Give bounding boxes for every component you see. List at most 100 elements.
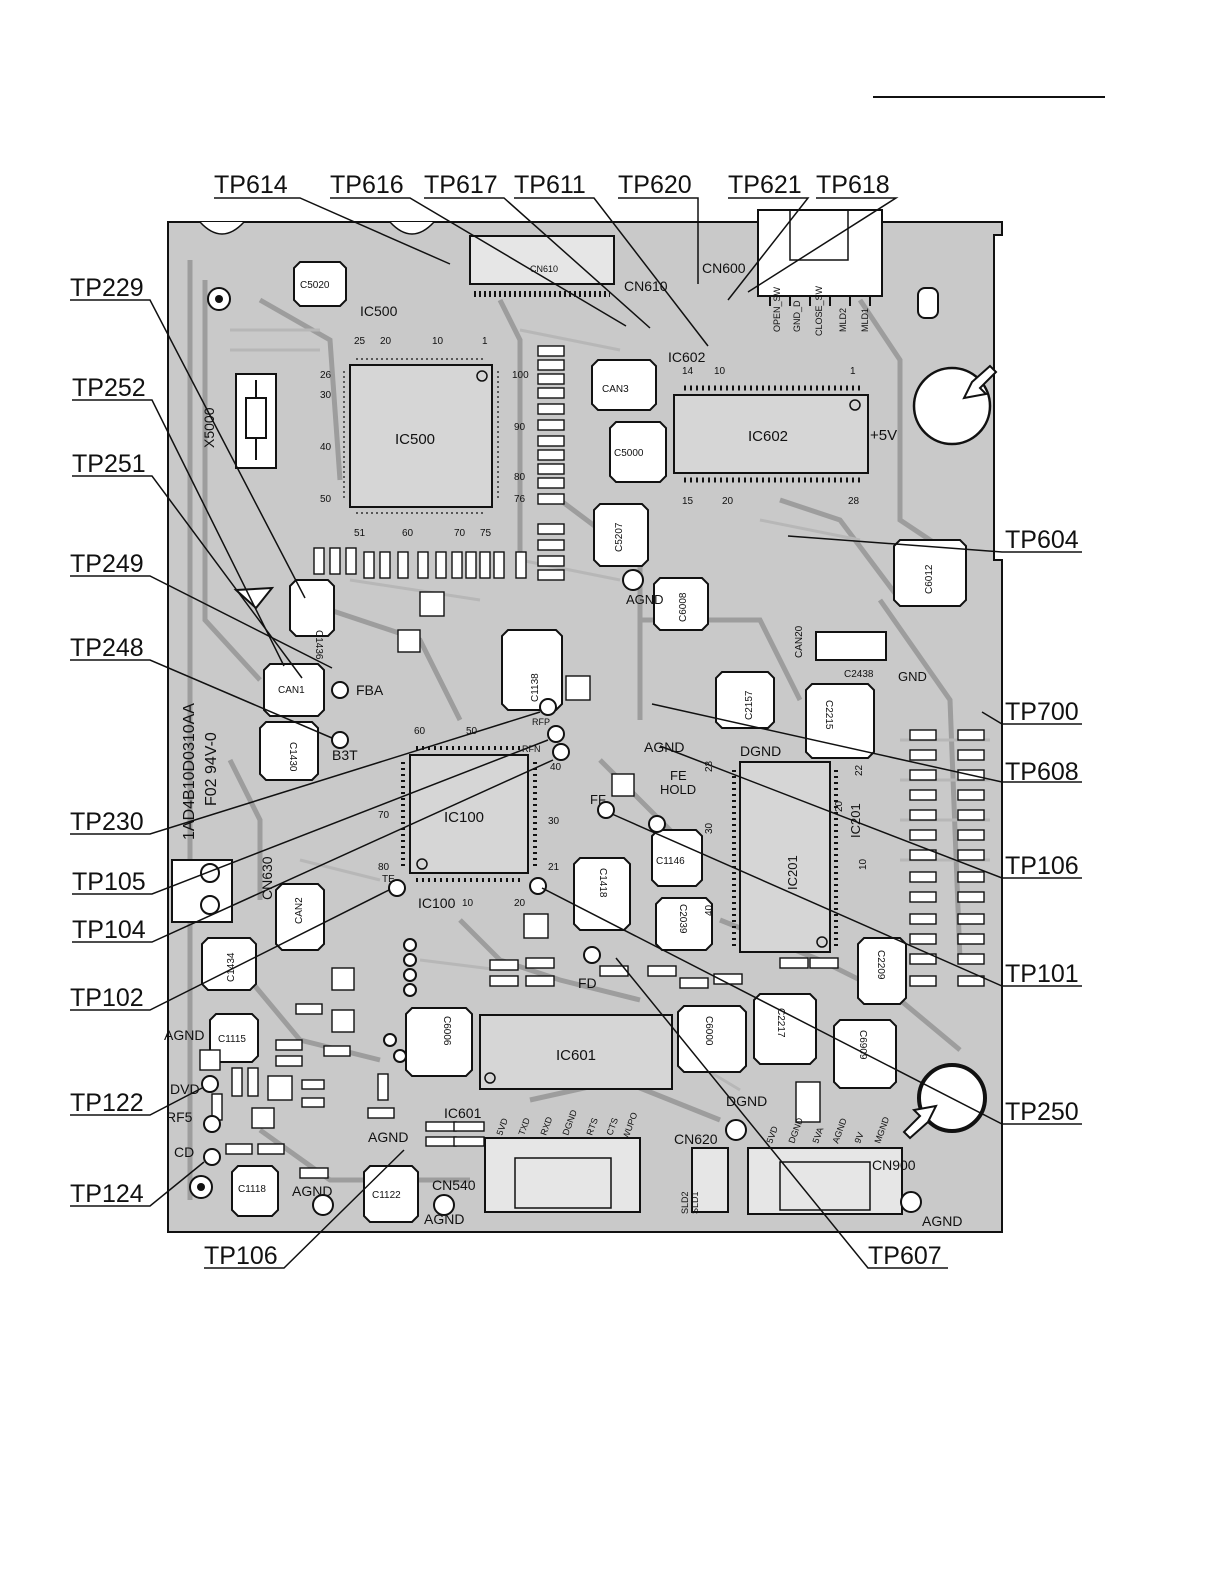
b3t-label: B3T: [332, 747, 358, 763]
ic100-pin: 40: [550, 762, 562, 773]
ic100-pin: 80: [378, 862, 390, 873]
can3-label: CAN3: [602, 384, 629, 395]
tp607-label: TP607: [868, 1242, 942, 1270]
c2157-label: C2157: [744, 690, 755, 720]
ic201-pin-numbers: 23 22 20 30 10 40: [704, 760, 869, 916]
tp101-label: TP101: [1005, 960, 1079, 988]
ic100-label-bottom: IC100: [418, 895, 456, 911]
tp106-bottom-label: TP106: [204, 1242, 278, 1270]
cn630-label: CN630: [259, 856, 275, 900]
ff-label: FF: [590, 792, 606, 807]
sld2-label: SLD2: [680, 1191, 690, 1214]
cn540-connector: [691, 1147, 729, 1213]
c1146-label: C1146: [656, 856, 685, 867]
ic500-pin: 40: [320, 442, 332, 453]
cn600-pin-label: GND_D: [792, 300, 802, 332]
header-rule: [873, 96, 1105, 98]
ic602-package: [673, 385, 869, 483]
ic500-pin: 1: [482, 336, 488, 347]
c6008-label: C6008: [678, 592, 689, 622]
agnd-label: AGND: [626, 592, 664, 607]
tp700-label: TP700: [1005, 698, 1079, 726]
tp229-label: TP229: [70, 274, 144, 302]
rf5-label: RF5: [166, 1109, 193, 1125]
cn620-label: CN620: [674, 1131, 718, 1147]
cn600-pin-label: MLD1: [860, 308, 870, 332]
ic601-label: IC601: [556, 1047, 596, 1064]
tp617-label: TP617: [424, 171, 498, 199]
ic100-pin: 21: [548, 862, 560, 873]
c6012-label: C6012: [924, 564, 935, 594]
ic100-pin: 50: [466, 726, 478, 737]
ic500-pin: 100: [512, 370, 529, 381]
ic100-pin: 10: [462, 898, 474, 909]
ic100-pin: 70: [378, 810, 390, 821]
tp616-label: TP616: [330, 171, 404, 199]
c2217-label: C2217: [775, 1008, 786, 1038]
agnd-label: AGND: [368, 1129, 408, 1145]
ic100-pin: 20: [514, 898, 526, 909]
tp611-label: TP611: [514, 171, 586, 199]
cn610-label-inner: CN610: [530, 264, 558, 274]
c2438-label: C2438: [844, 669, 874, 680]
fd-label: FD: [578, 975, 597, 991]
c1434-label: C1434: [226, 952, 237, 982]
cn610-label: CN610: [624, 278, 668, 294]
ic500-pin: 75: [480, 528, 492, 539]
cn600-pin-label: CLOSE_SW: [814, 285, 824, 336]
ic601-label-bottom: IC601: [444, 1105, 482, 1121]
c2039-label: C2039: [677, 904, 688, 934]
ic601-package: [479, 1014, 673, 1090]
ic602-label-top: IC602: [668, 349, 706, 365]
capacitor-outlines: [201, 261, 967, 1223]
dgnd-label: DGND: [726, 1093, 767, 1109]
rfp-label: RFP: [532, 717, 550, 727]
ic100-pin: 60: [414, 726, 426, 737]
te-label: TE: [382, 874, 395, 885]
can2-label: CAN2: [294, 897, 305, 924]
ic500-pin: 80: [514, 472, 526, 483]
fba-label: FBA: [356, 682, 384, 698]
tp248-label: TP248: [70, 634, 144, 662]
ic500-pin: 51: [354, 528, 366, 539]
ic100-label: IC100: [444, 809, 484, 826]
ic602-pin: 28: [848, 496, 860, 507]
can20-label: CAN20: [794, 625, 805, 658]
c2215-label: C2215: [823, 700, 834, 730]
ic602-pin: 10: [714, 366, 726, 377]
ic602-pin: 1: [850, 366, 856, 377]
tp251-label: TP251: [72, 450, 146, 478]
ic500-package: [343, 358, 499, 514]
ic201-pin: 40: [704, 904, 715, 916]
c1418-label: C1418: [597, 868, 608, 898]
plus5v-label: +5V: [870, 427, 897, 444]
agnd-label: AGND: [164, 1027, 204, 1043]
dvd-label: DVD: [170, 1081, 200, 1097]
tp105-label: TP105: [72, 868, 146, 896]
c6006-label: C6006: [441, 1016, 452, 1046]
ic500-pin: 60: [402, 528, 414, 539]
ic500-pin: 70: [454, 528, 466, 539]
tp618-label: TP618: [816, 171, 890, 199]
cn620-connector: [484, 1137, 641, 1213]
c1115-label: C1115: [218, 1034, 246, 1045]
tp250-label: TP250: [1005, 1098, 1079, 1126]
tp249-label: TP249: [70, 550, 144, 578]
c6909-label: C6909: [857, 1030, 868, 1060]
dgnd-label: DGND: [740, 743, 781, 759]
ic100-package: [401, 746, 537, 882]
x5000-label: X5000: [201, 407, 217, 448]
c1138-label: C1138: [530, 673, 541, 702]
ic500-pin: 90: [514, 422, 526, 433]
c5020-label: C5020: [300, 280, 330, 291]
cn600-connector: [757, 209, 883, 306]
ic201-pin: 30: [704, 822, 715, 834]
tp614-label: TP614: [214, 171, 288, 199]
gnd-label: GND: [898, 669, 927, 684]
ic500-pin: 25: [354, 336, 366, 347]
agnd-label: AGND: [424, 1211, 464, 1227]
c5000-label: C5000: [614, 448, 644, 459]
tp621-label: TP621: [728, 171, 802, 199]
tp106-right-label: TP106: [1005, 852, 1079, 880]
